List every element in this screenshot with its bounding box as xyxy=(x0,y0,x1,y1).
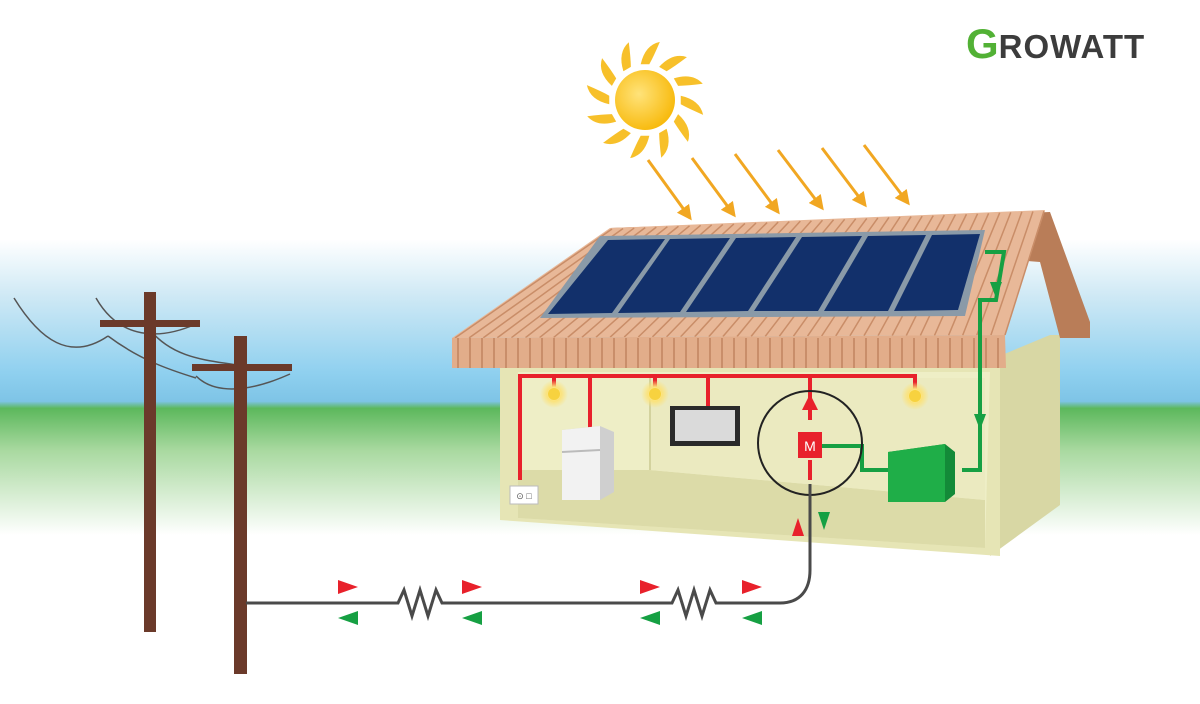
sun-icon xyxy=(586,41,704,159)
utility-pole-back xyxy=(100,292,200,632)
dc-wiring xyxy=(822,250,1007,472)
logo-wordmark: ROWATT xyxy=(998,28,1146,65)
refrigerator-icon xyxy=(561,426,614,500)
logo-initial: G xyxy=(966,20,999,67)
power-outlet-icon: ⊙ □ xyxy=(509,485,539,505)
meter-label: M xyxy=(804,438,816,454)
outlet-label: ⊙ □ xyxy=(516,491,532,501)
solar-panel-array xyxy=(540,230,985,318)
import-flow-arrows xyxy=(338,518,804,594)
grid-cable xyxy=(246,484,812,622)
inverter-icon xyxy=(888,444,955,502)
sunlight-arrows xyxy=(646,144,910,221)
meter-icon: M xyxy=(798,432,822,458)
export-flow-arrows xyxy=(338,512,830,625)
light-bulbs xyxy=(540,380,929,410)
growatt-logo: G ROWATT xyxy=(966,20,1146,67)
power-lines xyxy=(13,297,291,390)
tv-icon xyxy=(670,406,740,446)
utility-pole-front xyxy=(192,336,292,674)
